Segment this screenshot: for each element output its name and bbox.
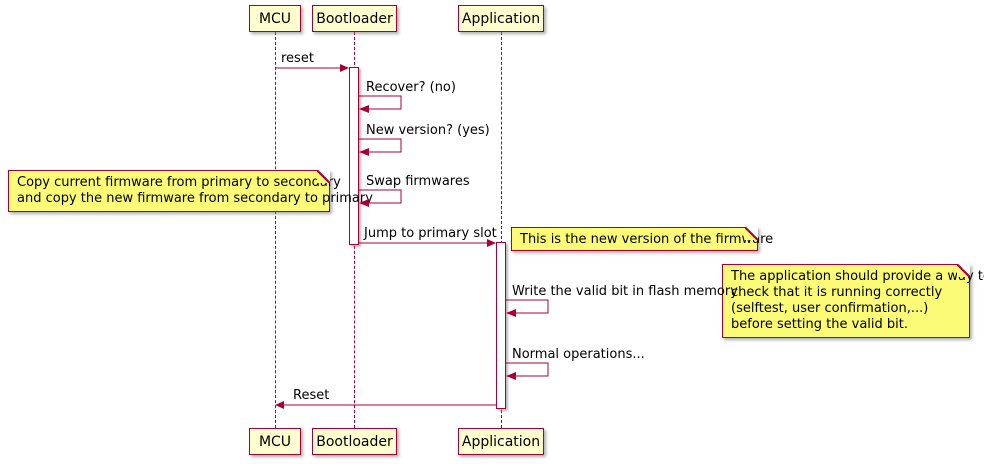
message-label-normal-ops: Normal operations... [512,347,645,362]
participant-mcu-bottom: MCU [249,428,301,455]
arrow-swap-self [359,189,402,207]
arrow-new-version-self [359,138,402,156]
message-label-recover: Recover? (no) [366,80,456,95]
participant-label: Application [461,10,541,27]
participant-bootloader-bottom: Bootloader [312,428,397,455]
note-valid-bit: The application should provide a way to … [722,264,984,338]
arrow-reset-back [275,401,496,409]
arrow-normal-ops-self [506,362,549,380]
participant-label: MCU [258,433,292,450]
activation-application [496,242,506,409]
note-fold-icon [745,227,758,240]
participant-label: MCU [258,10,292,27]
participant-label: Bootloader [316,10,393,27]
note-line: check that it is running correctly [731,285,943,300]
note-new-version: This is the new version of the firmware [511,227,774,251]
participant-label: Application [461,433,541,450]
note-line: before setting the valid bit. [731,317,908,332]
lifeline-application [501,32,502,428]
arrow-write-valid-self [506,299,549,317]
note-line: Copy current firmware from primary to se… [17,175,341,190]
participant-bootloader-top: Bootloader [312,5,397,32]
arrow-jump [359,239,496,247]
note-line: and copy the new firmware from secondary… [17,191,373,206]
participant-label: Bootloader [316,433,393,450]
arrow-reset [275,64,349,72]
note-copy-firmware: Copy current firmware from primary to se… [8,170,373,212]
message-label-reset: reset [281,51,314,66]
message-label-write-valid: Write the valid bit in flash memory [512,284,738,299]
arrow-recover-self [359,95,402,113]
note-line: (selftest, user confirmation,...) [731,301,929,316]
participant-mcu-top: MCU [249,5,301,32]
activation-bootloader [349,67,359,245]
participant-application-top: Application [458,5,544,32]
message-label-swap: Swap firmwares [366,174,470,189]
lifeline-mcu [275,32,276,428]
note-fold-icon [317,170,330,183]
note-fold-icon [957,264,970,277]
note-line: The application should provide a way to [731,269,984,284]
message-label-jump: Jump to primary slot [364,226,497,241]
participant-application-bottom: Application [458,428,544,455]
message-label-new-version: New version? (yes) [366,123,490,138]
note-line: This is the new version of the firmware [520,232,774,247]
message-label-reset-back: Reset [293,388,330,403]
